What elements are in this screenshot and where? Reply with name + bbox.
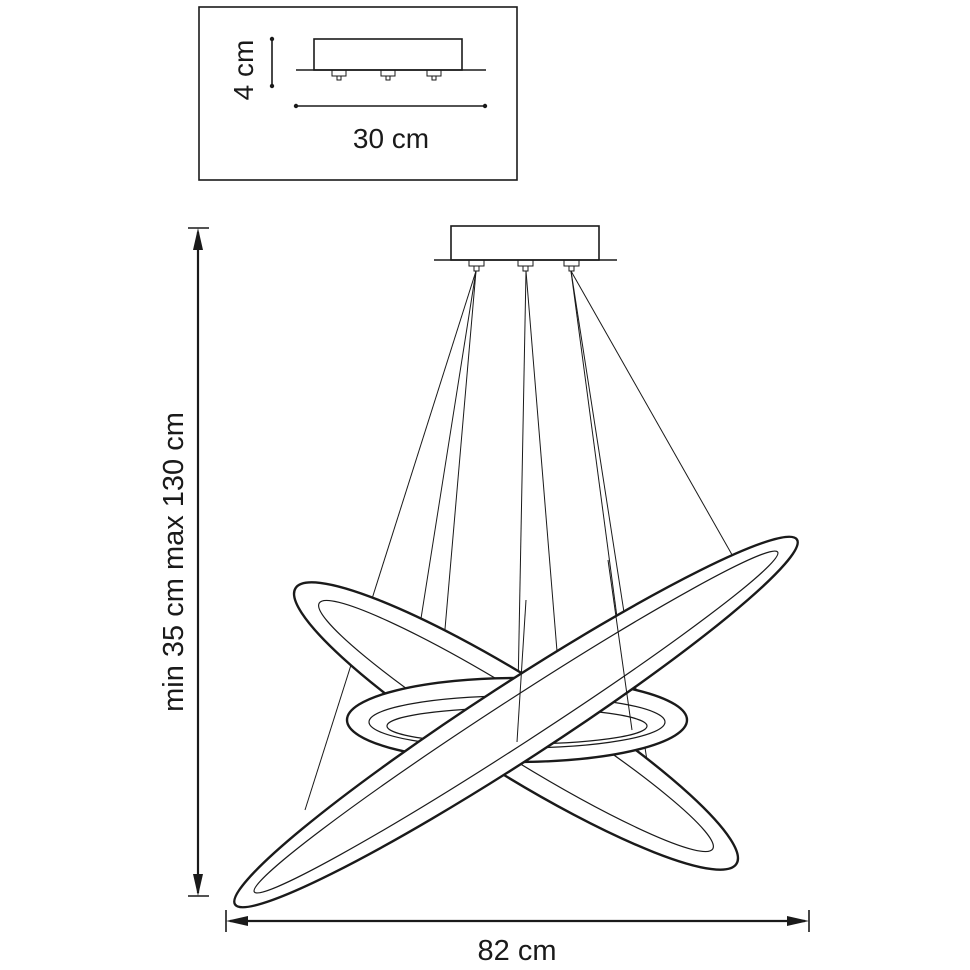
inset-canopy [313,38,463,71]
main-width-dimension [225,910,810,932]
inset-width-dimension [293,103,488,109]
main-width-label: 82 cm [478,935,557,967]
inset-height-dimension [269,36,275,89]
suspension-wires-front [516,559,633,743]
canopy-detail-inset: 4 cm 30 cm [198,6,518,181]
main-height-dimension [188,227,209,897]
ring-right-tilted [233,535,799,909]
inset-connectors [331,69,442,81]
main-height-label: min 35 cm max 130 cm [158,412,190,712]
inset-width-label: 30 cm [353,123,429,154]
main-canopy [434,225,617,272]
inset-frame [198,6,518,181]
inset-height-label: 4 cm [228,40,259,101]
